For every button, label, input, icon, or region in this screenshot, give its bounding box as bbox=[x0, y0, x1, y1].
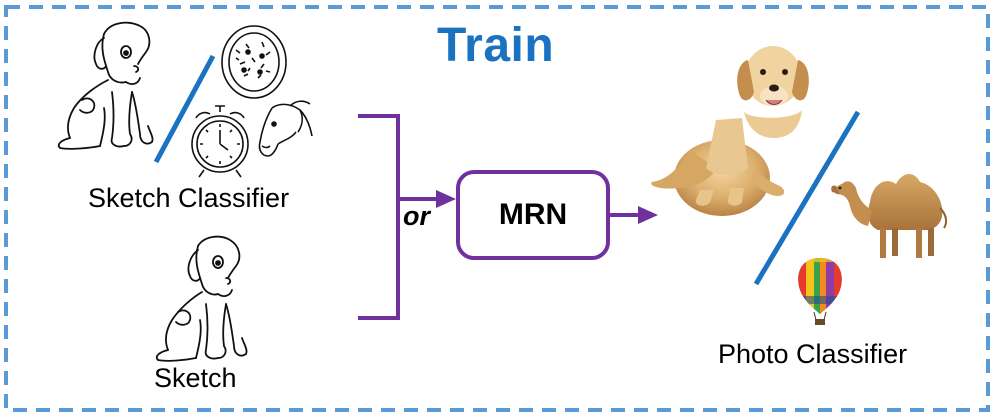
photo-classifier-label: Photo Classifier bbox=[718, 339, 908, 369]
alarm-clock-sketch-image bbox=[191, 105, 249, 178]
sketch-divider-line bbox=[153, 54, 216, 164]
sketch-label: Sketch bbox=[154, 363, 237, 393]
output-arrowhead bbox=[638, 206, 658, 224]
connector-arrowhead bbox=[436, 190, 456, 208]
or-label: or bbox=[403, 201, 430, 231]
input-connector bbox=[358, 114, 438, 320]
horse-head-sketch-image bbox=[258, 100, 313, 157]
photo-divider-line bbox=[753, 110, 861, 286]
sketch-dog-image bbox=[57, 21, 154, 150]
sketch-classifier-label: Sketch Classifier bbox=[88, 183, 290, 213]
hot-air-balloon-photo-image bbox=[798, 258, 842, 325]
dog-photo-image bbox=[651, 46, 809, 216]
sketch-dog-query-image bbox=[155, 235, 248, 362]
dashed-border bbox=[4, 5, 990, 412]
camel-photo-image bbox=[831, 173, 948, 258]
mrn-label: MRN bbox=[498, 198, 568, 231]
diagram-title: Train bbox=[437, 19, 555, 72]
pizza-sketch-image bbox=[221, 25, 287, 99]
